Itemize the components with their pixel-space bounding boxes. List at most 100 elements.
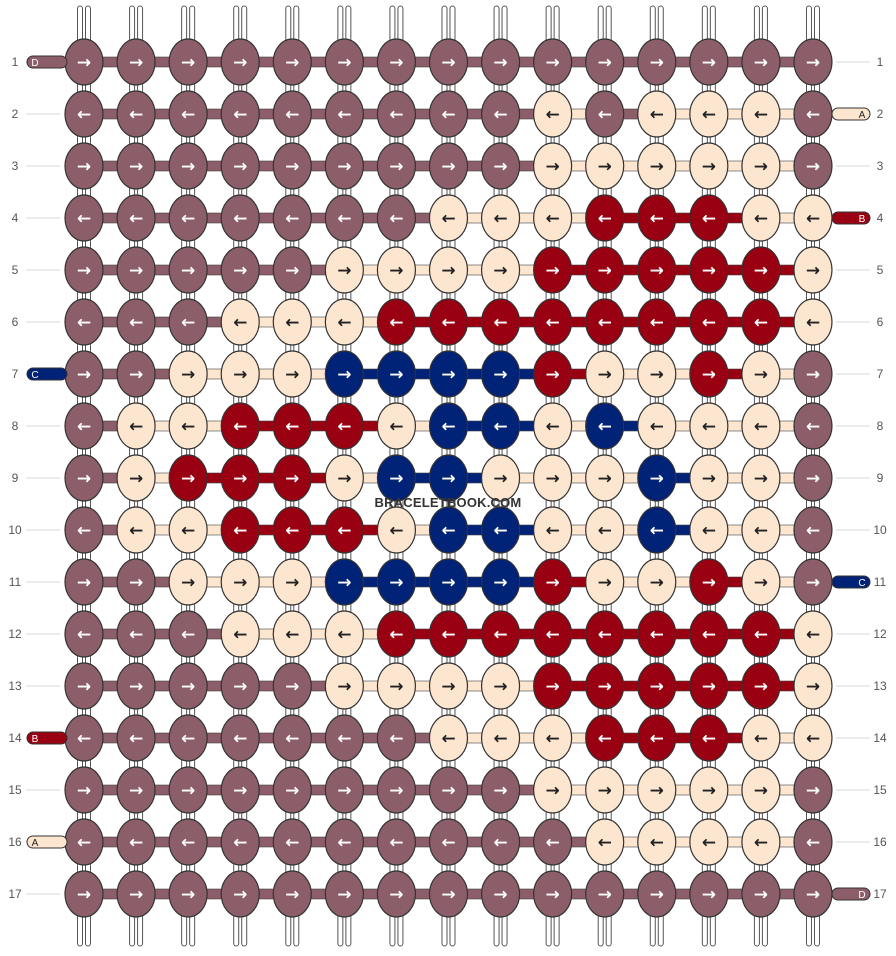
arrow-left-icon: ← [181, 313, 195, 333]
arrow-left-icon: ← [337, 521, 351, 541]
arrow-right-icon: → [702, 469, 716, 489]
knot-oval [480, 142, 521, 190]
knot-oval [116, 766, 156, 814]
arrow-left-icon: ← [754, 417, 768, 437]
knot-oval [637, 766, 677, 814]
knot: → [533, 454, 573, 502]
arrow-right-icon: → [546, 157, 560, 177]
knot: → [64, 38, 104, 86]
knot: → [272, 38, 312, 86]
knot: → [116, 558, 156, 606]
arrow-right-icon: → [702, 53, 716, 73]
arrow-right-icon: → [650, 53, 664, 73]
knot: ← [428, 506, 469, 554]
knot: ← [220, 506, 260, 554]
arrow-left-icon: ← [650, 729, 664, 749]
knot-oval [220, 142, 260, 190]
knot-oval [116, 818, 156, 866]
knot: → [480, 454, 521, 502]
arrow-left-icon: ← [546, 209, 560, 229]
knot: ← [480, 90, 521, 138]
knot: ← [272, 194, 312, 242]
arrow-right-icon: → [493, 261, 507, 281]
knot-oval [741, 350, 781, 398]
knot-oval [376, 506, 417, 554]
arrow-left-icon: ← [389, 521, 403, 541]
arrow-right-icon: → [702, 157, 716, 177]
row-number-right: 9 [877, 471, 884, 485]
knot-oval [428, 870, 469, 918]
knot: ← [428, 610, 469, 658]
knot: ← [637, 194, 677, 242]
row-number-right: 8 [877, 419, 884, 433]
knot-oval [324, 714, 364, 762]
arrow-left-icon: ← [754, 209, 768, 229]
arrow-left-icon: ← [389, 625, 403, 645]
knot: → [585, 870, 625, 918]
arrow-left-icon: ← [181, 209, 195, 229]
knot-oval [793, 350, 833, 398]
knot: ← [428, 90, 469, 138]
arrow-left-icon: ← [77, 209, 91, 229]
arrow-right-icon: → [233, 157, 247, 177]
knot: → [793, 870, 833, 918]
arrow-right-icon: → [389, 53, 403, 73]
knot-oval [741, 194, 781, 242]
knot-oval [324, 610, 364, 658]
strand-letter: C [858, 578, 865, 589]
arrow-left-icon: ← [441, 625, 455, 645]
knot: → [220, 142, 260, 190]
knot: ← [533, 818, 573, 866]
knot: → [533, 350, 573, 398]
knot: ← [585, 90, 625, 138]
arrow-left-icon: ← [754, 313, 768, 333]
row-number-right: 17 [873, 887, 887, 901]
knot: ← [533, 610, 573, 658]
knot-oval [585, 90, 625, 138]
arrow-left-icon: ← [129, 625, 143, 645]
strand-letter: A [859, 110, 866, 121]
arrow-left-icon: ← [546, 729, 560, 749]
arrow-right-icon: → [181, 53, 195, 73]
knot: → [324, 662, 364, 710]
knot: → [64, 870, 104, 918]
knot-oval [116, 350, 156, 398]
knot: → [637, 766, 677, 814]
knot: → [741, 558, 781, 606]
knot: → [428, 558, 469, 606]
knot-oval [480, 350, 521, 398]
knot-oval [376, 610, 417, 658]
arrow-right-icon: → [806, 53, 820, 73]
knot-oval [428, 194, 469, 242]
knot: ← [324, 506, 364, 554]
knot: → [480, 766, 521, 814]
arrow-left-icon: ← [181, 625, 195, 645]
arrow-right-icon: → [598, 781, 612, 801]
arrow-right-icon: → [493, 469, 507, 489]
knot-oval [480, 194, 521, 242]
knot: ← [689, 194, 729, 242]
arrow-right-icon: → [337, 885, 351, 905]
knot-oval [428, 142, 469, 190]
arrow-right-icon: → [650, 469, 664, 489]
knot-oval [220, 38, 260, 86]
knot: → [428, 766, 469, 814]
knot-oval [741, 558, 781, 606]
knot: ← [793, 402, 833, 450]
knot: → [220, 454, 260, 502]
arrow-left-icon: ← [493, 729, 507, 749]
knot: ← [324, 818, 364, 866]
row-number-left: 1 [12, 55, 19, 69]
knot-oval [272, 142, 312, 190]
arrow-right-icon: → [754, 469, 768, 489]
knot: ← [376, 402, 417, 450]
arrow-right-icon: → [493, 53, 507, 73]
row-number-left: 16 [8, 835, 22, 849]
knot-oval [480, 662, 521, 710]
knot-oval [116, 298, 156, 346]
arrow-right-icon: → [389, 365, 403, 385]
knot-oval [324, 350, 364, 398]
knot-oval [168, 38, 208, 86]
arrow-left-icon: ← [285, 625, 299, 645]
knot-oval [324, 90, 364, 138]
